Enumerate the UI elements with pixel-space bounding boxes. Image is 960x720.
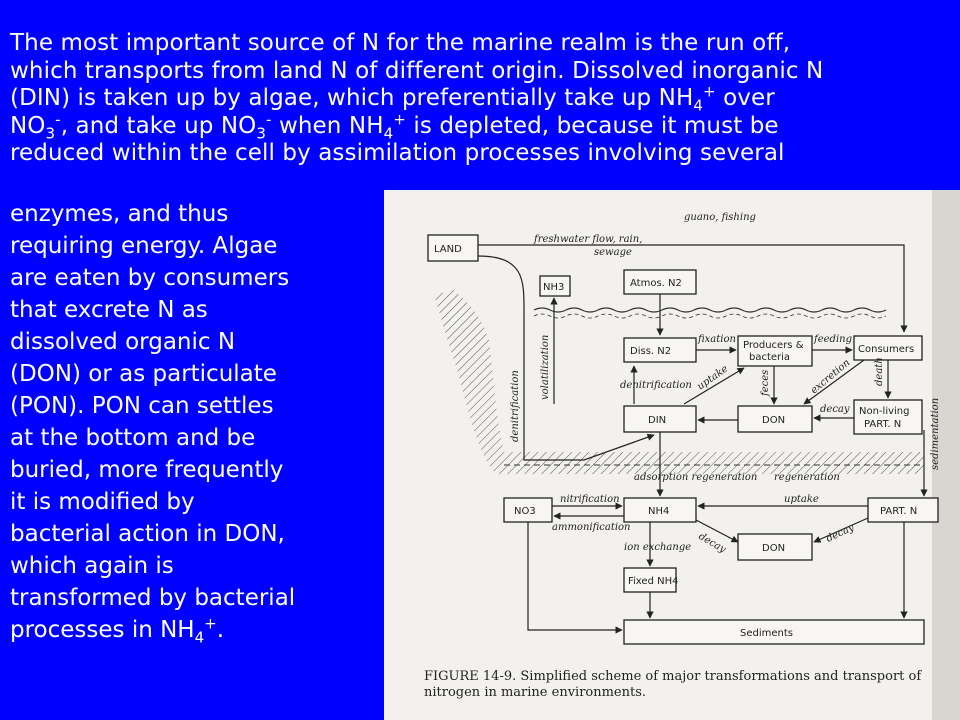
label-part-n: PART. N [864,419,901,430]
label-nonliving: Non-living [859,406,909,417]
label-consumers: Consumers [858,344,914,355]
side-line: which again is [10,553,174,579]
label-bacteria: bacteria [749,352,790,363]
label-atmos: Atmos. N2 [630,278,682,289]
label-din: DIN [648,415,666,426]
top-line-2: which transports from land N of differen… [10,57,824,84]
label-feeding: feeding [813,334,852,345]
side-line: dissolved organic N [10,329,236,355]
page-edge [932,190,960,720]
label-decay: decay [820,404,850,415]
label-denitrification: denitrification [620,380,692,391]
label-fixed-nh4: Fixed NH4 [628,576,678,587]
label-no3: NO3 [514,506,536,517]
top-line-3: (DIN) is taken up by algae, which prefer… [10,82,775,115]
side-line: buried, more frequently [10,457,284,483]
top-line-1: The most important source of N for the m… [10,30,791,56]
side-line: are eaten by consumers [10,265,290,291]
figure-svg: LAND NH3 Atmos. N2 Diss. N2 Producers & … [384,190,960,720]
label-ammonification: ammonification [552,522,631,533]
label-denitrification-vertical: denitrification [510,370,521,442]
label-freshwater: freshwater flow, rain, [533,234,642,245]
label-death: death [874,357,885,386]
box-consumers [853,335,923,361]
label-sediments: Sediments [740,628,793,639]
figure-caption-line-1: FIGURE 14-9. Simplified scheme of major … [424,669,922,684]
box-part-n [867,497,939,523]
top-paragraph: The most important source of N for the m… [10,30,950,168]
side-line: that excrete N as [10,297,208,323]
label-uptake-2: uptake [784,494,819,505]
arrow-decay3 [813,517,869,543]
label-sedimentation: sedimentation [930,398,941,470]
side-line: at the bottom and be [10,425,256,451]
label-part-n-2: PART. N [880,506,917,517]
label-diss-n2: Diss. N2 [630,346,671,357]
top-line-5: reduced within the cell by assimilation … [10,140,785,166]
box-din [623,405,697,433]
side-line: enzymes, and thus [10,201,229,227]
box-producers [737,335,813,367]
label-adsorption: adsorption regeneration [634,472,757,483]
label-ion-exchange: ion exchange [624,542,691,553]
label-land: LAND [434,244,462,255]
side-paragraph: enzymes, and thus requiring energy. Alga… [10,198,380,646]
arrow-no3-sed [527,522,623,634]
label-don: DON [762,415,785,426]
box-fixed-nh4 [623,567,677,593]
box-don-sediment [737,533,813,561]
label-fixation: fixation [697,334,736,345]
label-sewage: sewage [594,247,632,258]
side-line: requiring energy. Algae [10,233,278,259]
nitrogen-cycle-figure: LAND NH3 Atmos. N2 Diss. N2 Producers & … [384,190,960,720]
label-nitrification: nitrification [560,494,620,505]
figure-caption-line-2: nitrogen in marine environments. [424,685,646,700]
arrow-decay2 [695,519,739,543]
arrow-excretion [803,359,865,405]
side-line: (DON) or as particulate [10,361,277,387]
label-don-sediment: DON [762,543,785,554]
box-land [427,234,479,262]
side-line: it is modified by [10,489,195,515]
box-nonliving [853,399,923,435]
water-surface-line [533,307,887,313]
box-nh3 [539,275,571,297]
arrow-freshwater [477,255,655,461]
label-regeneration: regeneration [774,472,840,483]
box-sediments [623,619,925,645]
arrow-guano [478,244,908,333]
box-don [737,405,813,433]
side-line: transformed by bacterial [10,585,296,611]
label-feces: feces [760,370,771,397]
side-line: (PON). PON can settles [10,393,274,419]
side-line: bacterial action in DON, [10,521,285,547]
box-diss-n2 [623,337,697,363]
seabed-hatch [434,290,924,474]
label-nh4: NH4 [648,506,669,517]
water-surface-line [533,313,887,319]
top-line-4: NO3-, and take up NO3- when NH4+ is depl… [10,109,779,143]
label-producers: Producers & [743,340,804,351]
label-guano: guano, fishing [684,212,756,223]
arrow-uptake [683,367,745,405]
label-volatilization: volatilization [540,335,551,400]
box-nh4 [623,497,697,523]
side-line-last: processes in NH4+. [10,614,225,647]
label-nh3: NH3 [543,282,564,293]
